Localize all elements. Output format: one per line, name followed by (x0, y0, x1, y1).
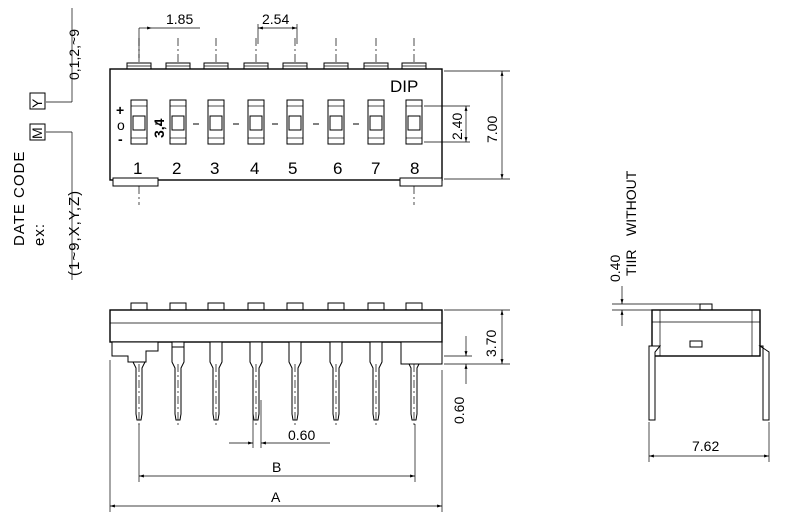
end-actuator-tab (699, 303, 713, 311)
dim-tape: 0.40 TIIR WITHOUT (607, 170, 700, 326)
pin-number: 3 (210, 159, 219, 178)
switch-slider (407, 115, 421, 131)
y-box (29, 92, 46, 110)
switch-body-end (651, 309, 761, 357)
dim-standoff: 0.60 (444, 336, 472, 424)
dim-A-value: A (271, 489, 281, 505)
off-symbol: - (118, 131, 123, 147)
side-tab (405, 302, 423, 311)
switch-window (367, 99, 385, 145)
pin-number: 5 (288, 159, 297, 178)
side-tab (130, 302, 148, 311)
date-code-ex: ex: (31, 223, 48, 246)
pin-number-labels: 1 2 3 4 5 6 7 8 (133, 159, 419, 178)
standoff-right (399, 177, 443, 187)
tape-note-tiir: TIIR (623, 250, 639, 276)
switch-body-side (109, 309, 443, 343)
switch-window (130, 99, 148, 145)
dim-pin-width-value: 0.60 (288, 427, 315, 443)
side-tab (327, 302, 345, 311)
switch-slider (132, 115, 146, 131)
dim-tape-value: 0.40 (607, 255, 623, 282)
side-small-tab (171, 341, 185, 348)
code-34-label: 3,4 (151, 118, 167, 138)
on-symbol: + (116, 102, 124, 118)
dim-pitch-value: 2.54 (262, 11, 289, 27)
switch-windows (130, 99, 423, 145)
end-leg-right (758, 345, 770, 421)
dim-pitch-offset: 1.85 (138, 11, 200, 58)
pin-number: 2 (172, 159, 181, 178)
switch-slider (369, 115, 383, 131)
top-view: DIP + o - 3,4 1 2 3 4 5 6 7 8 1.85 2.54 (11, 8, 510, 280)
dim-body-height-value: 3.70 (483, 330, 499, 357)
dim-row-spacing: 7.62 (648, 422, 770, 462)
switch-slider (329, 115, 343, 131)
side-pins (132, 341, 421, 426)
m-box (29, 123, 46, 141)
switch-window (169, 99, 187, 145)
switch-window (247, 99, 265, 145)
pin-number: 8 (410, 159, 419, 178)
dim-pin-width: 0.60 (229, 400, 330, 448)
switch-slider (171, 115, 185, 131)
m-box-label: M (29, 127, 45, 139)
y-box-label: Y (29, 98, 45, 108)
switch-window (207, 99, 225, 145)
pin-number: 6 (333, 159, 342, 178)
dim-B-value: B (272, 459, 281, 475)
end-small-tab (689, 340, 703, 348)
pin-number: 4 (250, 159, 259, 178)
code-options-label: 0,1,2,~9 (66, 29, 82, 80)
dim-pitch: 2.54 (257, 11, 298, 44)
o-symbol: o (117, 117, 125, 133)
date-code-range: (1~9,X,Y,Z) (66, 190, 83, 276)
dim-A: A (109, 360, 443, 512)
switch-slider (209, 115, 223, 131)
switch-slider (249, 115, 263, 131)
side-actuator-tabs (130, 302, 423, 311)
switch-window (286, 99, 304, 145)
standoff-shoulder-right (400, 341, 443, 365)
dim-window: 2.40 (424, 105, 470, 143)
pin-number: 1 (133, 159, 142, 178)
standoff-left (112, 177, 159, 187)
dim-height: 7.00 (444, 70, 510, 180)
side-tab (247, 302, 265, 311)
switch-slider (288, 115, 302, 131)
switch-window (405, 99, 423, 145)
dim-B: B (138, 424, 416, 482)
dip-label: DIP (390, 77, 418, 96)
standoff-shoulder-left (111, 341, 159, 363)
date-code-title: DATE CODE (11, 151, 28, 246)
dim-height-value: 7.00 (484, 116, 500, 143)
side-tab (367, 302, 385, 311)
end-leg-left (648, 345, 662, 421)
tape-note-without: WITHOUT (623, 170, 639, 236)
dim-pitch-offset-value: 1.85 (166, 11, 193, 27)
pin-number: 7 (371, 159, 380, 178)
dim-window-value: 2.40 (449, 113, 465, 140)
side-tab (169, 302, 187, 311)
side-tab (207, 302, 225, 311)
dim-body-height: 3.70 (444, 309, 510, 365)
switch-window (327, 99, 345, 145)
side-tab (286, 302, 304, 311)
dim-standoff-value: 0.60 (451, 397, 467, 424)
side-view: 3.70 0.60 0.60 B A (109, 302, 510, 512)
dim-row-spacing-value: 7.62 (692, 438, 719, 454)
end-view: 0.40 TIIR WITHOUT 7.62 (607, 170, 770, 462)
